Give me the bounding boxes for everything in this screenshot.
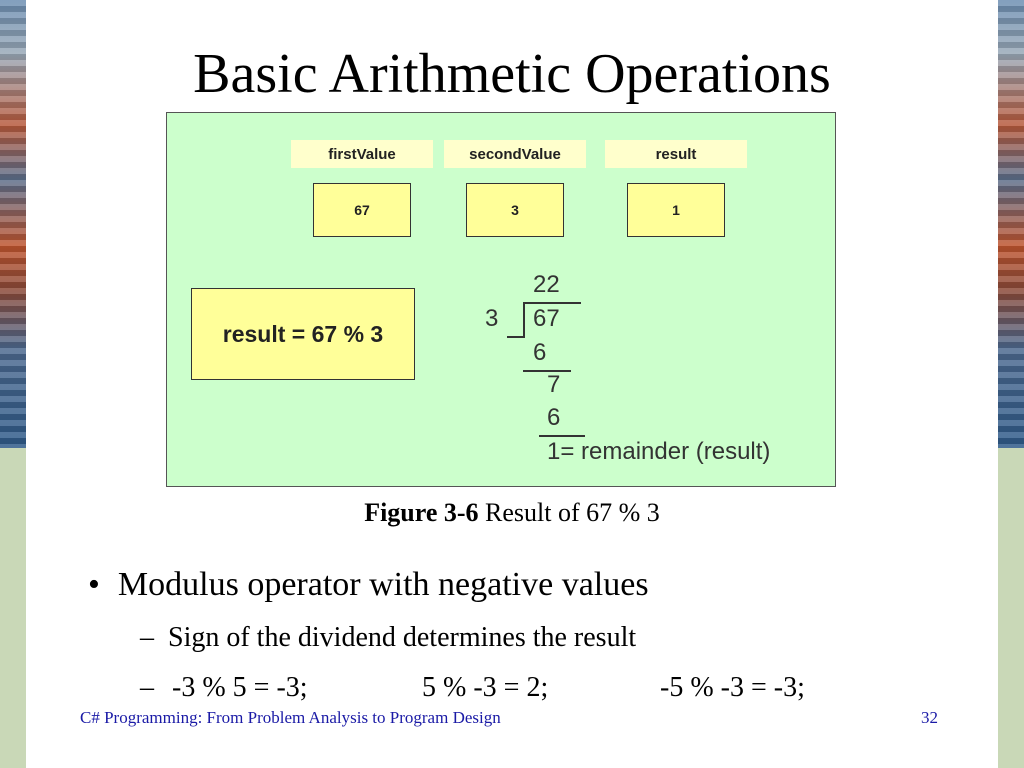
- modulus-example-3: -5 % -3 = -3;: [660, 672, 805, 703]
- caption-text: Result of 67 % 3: [478, 498, 660, 527]
- division-quotient: 22: [533, 271, 560, 298]
- division-step-3: 6: [547, 404, 561, 431]
- footer-course-title: C# Programming: From Problem Analysis to…: [80, 708, 501, 727]
- figure-panel: firstValue secondValue result 67 3 1 res…: [166, 112, 836, 487]
- first-value-box: 67: [313, 183, 411, 237]
- division-bar: [525, 302, 581, 304]
- dash-marker: –: [140, 672, 154, 703]
- bullet-main-text: Modulus operator with negative values: [117, 566, 649, 603]
- result-label: result: [605, 140, 747, 168]
- division-line-1: [523, 370, 571, 372]
- division-remainder: 1= remainder (result): [547, 438, 771, 465]
- slide-title: Basic Arithmetic Operations: [193, 43, 831, 105]
- first-value-label: firstValue: [291, 140, 433, 168]
- caption-label: Figure 3-6: [364, 498, 479, 527]
- division-bracket: [523, 302, 525, 338]
- division-bracket-foot: [507, 336, 524, 338]
- division-dividend: 67: [533, 305, 560, 332]
- page-number: 32: [921, 708, 938, 727]
- division-divisor: 3: [485, 305, 499, 332]
- division-step-2: 7: [547, 371, 561, 398]
- second-value-label: secondValue: [444, 140, 586, 168]
- expression-box: result = 67 % 3: [191, 288, 415, 380]
- figure-caption: Figure 3-6 Result of 67 % 3: [0, 498, 1024, 528]
- sub-bullet-2: – -3 % 5 = -3; 5 % -3 = 2; -5 % -3 = -3;: [140, 672, 900, 704]
- sub-bullet-1-text: Sign of the dividend determines the resu…: [168, 622, 637, 653]
- division-line-2: [539, 435, 585, 437]
- dash-marker: –: [140, 622, 154, 653]
- decorative-side-image-right: [998, 0, 1024, 448]
- decorative-side-band-right: [998, 448, 1024, 768]
- bullet-marker: •: [88, 566, 100, 603]
- division-step-1: 6: [533, 339, 547, 366]
- sub-bullet-1: – Sign of the dividend determines the re…: [140, 622, 636, 654]
- result-value-box: 1: [627, 183, 725, 237]
- bullet-main: • Modulus operator with negative values: [88, 566, 649, 604]
- second-value-box: 3: [466, 183, 564, 237]
- modulus-example-2: 5 % -3 = 2;: [422, 672, 549, 703]
- modulus-example-1: -3 % 5 = -3;: [172, 672, 308, 703]
- decorative-side-image-left: [0, 0, 26, 448]
- decorative-side-band-left: [0, 448, 26, 768]
